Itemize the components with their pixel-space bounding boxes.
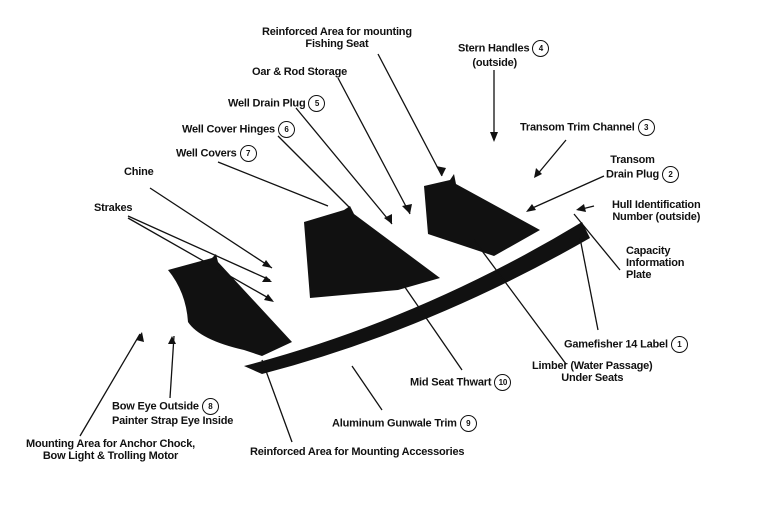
callout-1: 1 [670,336,688,353]
label-hull-id-line1: Hull Identification [612,199,701,211]
label-reinforced-accessories-text: Reinforced Area for Mounting Accessories [250,446,465,458]
label-well-cover-hinges-text: Well Cover Hinges [182,123,275,136]
label-well-covers-text: Well Covers [176,147,237,160]
label-strakes-text: Strakes [94,202,133,214]
stern-seat-section [424,174,540,256]
label-chine-text: Chine [124,166,154,178]
label-mid-seat-thwart-text: Mid Seat Thwart [410,376,492,389]
label-well-drain-plug-text: Well Drain Plug [228,97,306,110]
label-chine: Chine [124,166,154,178]
callout-4: 4 [532,40,550,57]
callout-9: 9 [459,415,477,432]
label-limber-line1: Limber (Water Passage) [532,360,653,372]
leader-lines [79,53,621,443]
label-hull-id-line2: Number (outside) [612,211,701,223]
label-reinforced-seat-line1: Reinforced Area for mounting [262,26,412,38]
callout-2: 2 [662,166,680,183]
label-mounting-anchor-line1: Mounting Area for Anchor Chock, [26,438,195,450]
arrowheads [136,132,586,344]
gunwale-trim [244,222,590,374]
label-bow-eye-line2: Painter Strap Eye Inside [112,415,234,427]
label-capacity-plate: Capacity Information Plate [626,245,684,281]
label-limber-line2: Under Seats [561,372,624,384]
label-oar-rod-storage: Oar & Rod Storage [252,66,347,78]
label-mounting-anchor-line2: Bow Light & Trolling Motor [42,450,179,462]
label-mounting-anchor: Mounting Area for Anchor Chock, Bow Ligh… [26,438,195,462]
label-capacity-line1: Capacity [626,245,671,257]
callout-10: 10 [494,374,512,391]
label-transom-trim-channel-text: Transom Trim Channel [520,121,635,134]
label-transom-drain-plug-line1: Transom [610,154,655,166]
callout-7: 7 [239,145,257,162]
label-capacity-line3: Plate [626,269,652,281]
label-stern-handles-line1: Stern Handles [458,42,530,55]
label-capacity-line2: Information [626,257,685,269]
callout-5: 5 [308,95,326,112]
callout-3: 3 [637,119,655,136]
label-gamefisher-text: Gamefisher 14 Label [564,338,668,351]
bow-section [168,254,292,356]
callout-6: 6 [277,121,295,138]
label-reinforced-accessories: Reinforced Area for Mounting Accessories [250,446,464,458]
label-bow-eye-line1: Bow Eye Outside [112,400,199,413]
label-gunwale-trim-text: Aluminum Gunwale Trim [332,417,457,430]
label-transom-drain-plug-line2: Drain Plug [606,168,660,181]
middle-seat-section [304,206,440,298]
label-strakes: Strakes [94,202,133,214]
callout-8: 8 [201,398,219,415]
label-hull-identification: Hull Identification Number (outside) [612,199,701,223]
label-reinforced-seat-line2: Fishing Seat [305,38,369,50]
label-reinforced-seat: Reinforced Area for mounting Fishing Sea… [262,26,412,50]
label-limber: Limber (Water Passage) Under Seats [532,360,653,384]
label-oar-rod-text: Oar & Rod Storage [252,66,348,78]
label-stern-handles-line2: (outside) [472,57,517,69]
